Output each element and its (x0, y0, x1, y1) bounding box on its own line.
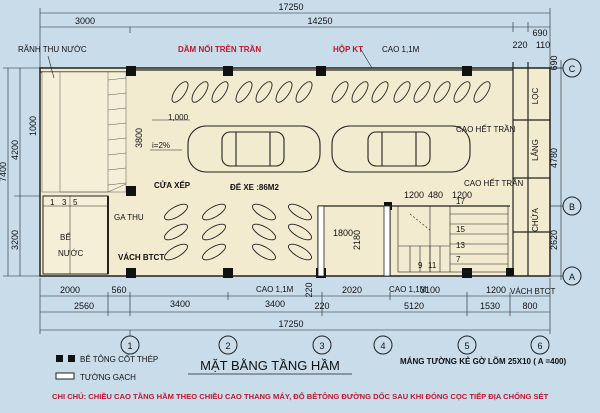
stair-step-15: 15 (456, 225, 465, 234)
tank-step-1: 1 (50, 198, 55, 207)
water-tank (42, 195, 109, 275)
left-dimensions (3, 67, 40, 277)
axis-6: 6 (537, 341, 542, 351)
svg-text:B: B (569, 202, 575, 212)
legend (55, 355, 75, 380)
axis-b: B (562, 196, 582, 216)
slope-label: i=2% (152, 141, 170, 150)
dim-left-7400: 7400 (0, 162, 8, 182)
dim-top-r2: 690 (532, 28, 547, 38)
dim-b2-220: 220 (314, 301, 329, 311)
dim-left-4200: 4200 (10, 140, 20, 160)
label-de-xe: ĐỂ XE :86M2 (230, 183, 279, 192)
bottom-dimensions (39, 278, 551, 334)
label-hop-kt: HỘP KT (333, 45, 363, 54)
axis-5: 5 (464, 341, 469, 351)
legend-concrete-label: BÊ TÔNG CỐT THÉP (80, 354, 158, 364)
label-cao-top: CAO 1,1M (382, 45, 420, 54)
dim-top-main: 14250 (307, 16, 332, 26)
label-cao-het-tran-1: CAO HẾT TRẦN (456, 124, 515, 134)
label-loc: LỌC (531, 88, 540, 105)
label-cao-bottom-1: CAO 1,1M (256, 285, 294, 294)
drawing-title: MẶT BẰNG TẦNG HẦM (200, 358, 340, 373)
dim-b2-total: 17250 (278, 319, 303, 329)
legend-concrete-swatch (56, 355, 63, 362)
dim-b1-220: 220 (304, 282, 314, 297)
car-2 (331, 125, 471, 173)
label-ranh-thu-nuoc: RÃNH THU NƯỚC (18, 45, 87, 54)
elev-1000: 1,000 (168, 113, 189, 122)
label-vach-btct-2: VÁCH BTCT (510, 287, 555, 296)
svg-text:A: A (569, 272, 575, 282)
label-vach-btct-1: VÁCH BTCT (118, 253, 164, 262)
label-mang-tuong: MÁNG TƯỜNG KẺ GỜ LÕM 25X10 ( A =400) (400, 357, 567, 366)
label-cua-xep: CỬA XẾP (154, 180, 191, 190)
dim-b1-3400a: 3400 (170, 299, 190, 309)
dim-stair-2180: 2180 (352, 230, 362, 250)
staircase (397, 205, 509, 273)
legend-brick-label: TƯỜNG GẠCH (80, 373, 136, 382)
stair-step-13: 13 (456, 241, 465, 250)
dim-b1-3400b: 3400 (265, 299, 285, 309)
dim-elev-3800: 3800 (134, 128, 144, 148)
stair-step-17: 17 (456, 197, 465, 206)
label-be: BỂ (60, 233, 71, 242)
label-cao-bottom-2: CAO 1,1M (389, 285, 427, 294)
car-1 (187, 125, 321, 173)
stair-step-7: 7 (456, 255, 461, 264)
axis-c: C (550, 58, 582, 78)
motorbikes-bottom (164, 203, 312, 261)
label-dam-noi: DẦM NỐI TRÊN TRẦN (178, 44, 261, 54)
stair-step-11: 11 (428, 261, 437, 270)
dim-drain-1000: 1000 (28, 116, 38, 136)
dim-b1-2020: 2020 (342, 285, 362, 295)
dim-stair-1800: 1800 (333, 228, 353, 238)
dim-stair-1200b: 1200 (452, 190, 472, 200)
dim-top-r3: 110 (536, 40, 550, 50)
svg-text:C: C (569, 64, 576, 74)
dim-b2-800: 800 (522, 301, 537, 311)
legend-brick-swatch (55, 372, 75, 380)
axis-3: 3 (319, 341, 324, 351)
label-ga-thu: GA THU (114, 213, 144, 222)
axis-a: A (562, 266, 582, 286)
dim-right-2620: 2620 (549, 230, 559, 250)
axis-1: 1 (127, 341, 132, 351)
dim-b1-3100: 3100 (420, 285, 440, 295)
label-cao-het-tran-2: CAO HẾT TRẦN (464, 178, 523, 188)
dim-b1-1200: 1200 (486, 285, 506, 295)
dim-left-3200: 3200 (10, 230, 20, 250)
dim-stair-1200: 1200 (404, 190, 424, 200)
label-chua: CHỨA (531, 207, 540, 231)
dim-right-690: 690 (549, 55, 559, 70)
vertical-axes (120, 330, 550, 355)
brick-walls (317, 205, 391, 277)
dim-b1-560: 560 (111, 285, 126, 295)
note-text: CHI CHÚ: CHIỀU CAO TẦNG HẦM THEO CHIỀU C… (52, 391, 549, 401)
dim-top-total: 17250 (278, 2, 303, 12)
axis-2: 2 (225, 341, 230, 351)
motorbikes-top (171, 81, 491, 103)
dim-b2-1530: 1530 (480, 301, 500, 311)
dim-b1-2000: 2000 (60, 285, 80, 295)
dim-b2-2560: 2560 (74, 301, 94, 311)
dim-stair-480: 480 (428, 190, 443, 200)
label-lang: LẮNG (531, 139, 540, 161)
stair-step-9: 9 (418, 261, 423, 270)
dim-right-4780: 4780 (549, 148, 559, 168)
dim-top-left: 3000 (75, 16, 95, 26)
top-dimensions (39, 8, 551, 68)
tank-step-5: 5 (73, 198, 78, 207)
dim-top-r1: 220 (512, 40, 527, 50)
dim-b2-5120: 5120 (404, 301, 424, 311)
legend-concrete-swatch-2 (68, 355, 75, 362)
ramp-strip (41, 71, 127, 193)
axis-4: 4 (380, 341, 385, 351)
tank-step-3: 3 (62, 198, 67, 207)
label-nuoc: NƯỚC (58, 249, 83, 258)
